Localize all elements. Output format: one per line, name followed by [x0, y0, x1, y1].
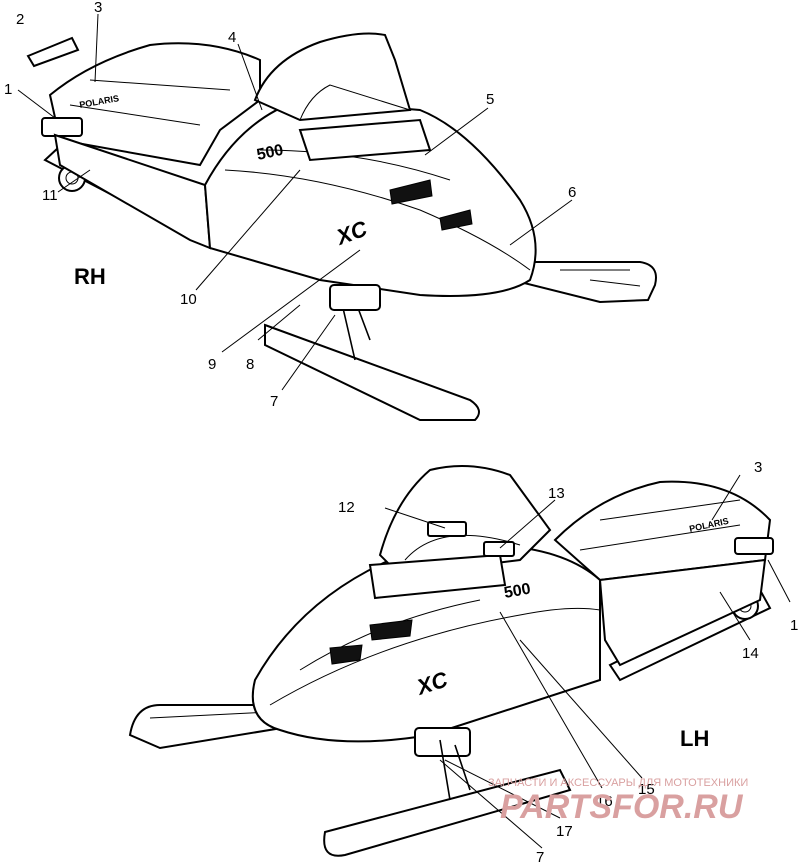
- callout-rh-6: 6: [568, 184, 576, 201]
- callout-rh-10: 10: [180, 291, 197, 308]
- callout-rh-8: 8: [246, 356, 254, 373]
- lh-leader-lines: [384, 474, 791, 849]
- rh-callouts: 1 2 3 4 5 6 7 8 9 10 11 RH: [4, 0, 576, 410]
- callout-rh-5: 5: [486, 91, 494, 108]
- side-label-lh: LH: [680, 726, 709, 751]
- callout-lh-7: 7: [536, 849, 544, 866]
- watermark-site: PARTSFOR.RU: [500, 788, 744, 826]
- callout-rh-2: 2: [16, 11, 24, 28]
- snowmobile-lh: 500 XC POLARIS: [128, 465, 774, 857]
- watermark-tagline: ЗАПЧАСТИ И АКСЕССУАРЫ ДЛЯ МОТОТЕХНИКИ: [488, 777, 748, 789]
- callout-rh-1: 1: [4, 81, 12, 98]
- model-number-decal-lh: 500: [503, 581, 532, 602]
- rh-leader-lines: [17, 13, 573, 391]
- snowmobile-rh: 500 XC POLARIS: [26, 32, 657, 421]
- lh-callouts: 3 1 12 13 14 15 16 17 7 LH: [338, 459, 798, 866]
- callout-lh-13: 13: [548, 485, 565, 502]
- decal-strip-icon: [26, 36, 80, 68]
- callout-lh-1: 1: [790, 617, 798, 634]
- callout-rh-3: 3: [94, 0, 102, 16]
- side-label-rh: RH: [74, 264, 106, 289]
- callout-lh-3: 3: [754, 459, 762, 476]
- callout-lh-12: 12: [338, 499, 355, 516]
- callout-rh-4: 4: [228, 29, 236, 46]
- callout-lh-14: 14: [742, 645, 759, 662]
- callout-lh-17: 17: [556, 823, 573, 840]
- callout-rh-11: 11: [42, 187, 58, 204]
- callout-lh-16: 16: [596, 793, 613, 810]
- callout-rh-9: 9: [208, 356, 216, 373]
- watermark: ЗАПЧАСТИ И АКСЕССУАРЫ ДЛЯ МОТОТЕХНИКИ PA…: [488, 777, 748, 826]
- callout-lh-15: 15: [638, 781, 655, 798]
- model-number-decal-rh: 500: [255, 142, 285, 164]
- callout-rh-7: 7: [270, 393, 278, 410]
